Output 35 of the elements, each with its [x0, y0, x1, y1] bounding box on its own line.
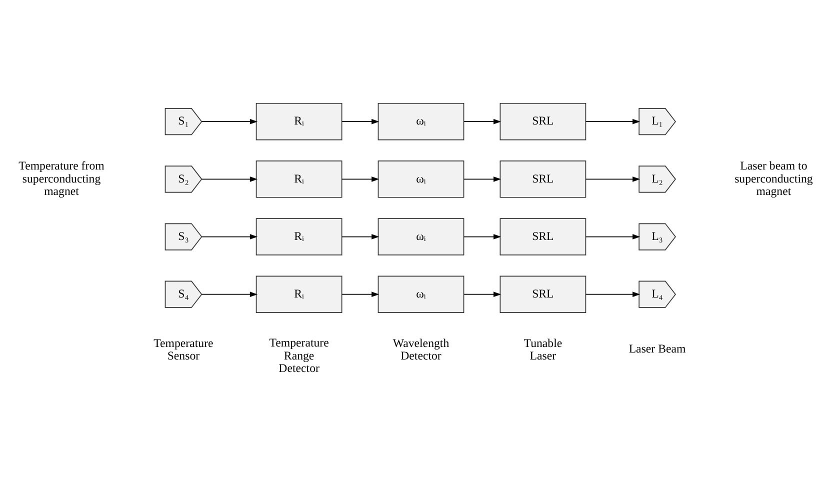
- arrow: [463, 118, 502, 124]
- label: Temperature Sensor: [154, 336, 214, 363]
- node-box: ωᵢ: [378, 160, 464, 198]
- arrow: [201, 292, 258, 298]
- node-box: SRL: [500, 276, 586, 313]
- arrow: [342, 234, 380, 240]
- arrow: [201, 118, 258, 124]
- label: Tunable Laser: [524, 336, 562, 363]
- arrow: [585, 292, 640, 298]
- label: Laser beam to superconducting magnet: [734, 158, 813, 198]
- node-box: Rᵢ: [256, 102, 342, 140]
- label: Wavelength Detector: [392, 336, 450, 363]
- arrow: [585, 234, 640, 240]
- node-box: SRL: [500, 102, 586, 140]
- node-box: Rᵢ: [256, 218, 342, 256]
- node-box: ωᵢ: [378, 102, 464, 140]
- arrow: [585, 176, 640, 182]
- label: Temperature from superconducting magnet: [18, 158, 104, 198]
- node-box: SRL: [500, 160, 586, 198]
- node-box: Rᵢ: [256, 276, 342, 313]
- arrow: [201, 234, 258, 240]
- node-box: Rᵢ: [256, 160, 342, 198]
- node-box: SRL: [500, 218, 586, 256]
- arrow: [463, 234, 502, 240]
- arrow: [463, 292, 502, 298]
- label: Temperature Range Detector: [269, 336, 329, 376]
- node-box: ωᵢ: [378, 276, 464, 313]
- label: Laser Beam: [628, 342, 686, 356]
- arrow: [342, 176, 380, 182]
- arrow: [342, 292, 380, 298]
- arrow: [463, 176, 502, 182]
- arrow: [585, 118, 640, 124]
- arrow: [342, 118, 380, 124]
- node-box: ωᵢ: [378, 218, 464, 256]
- arrow: [201, 176, 258, 182]
